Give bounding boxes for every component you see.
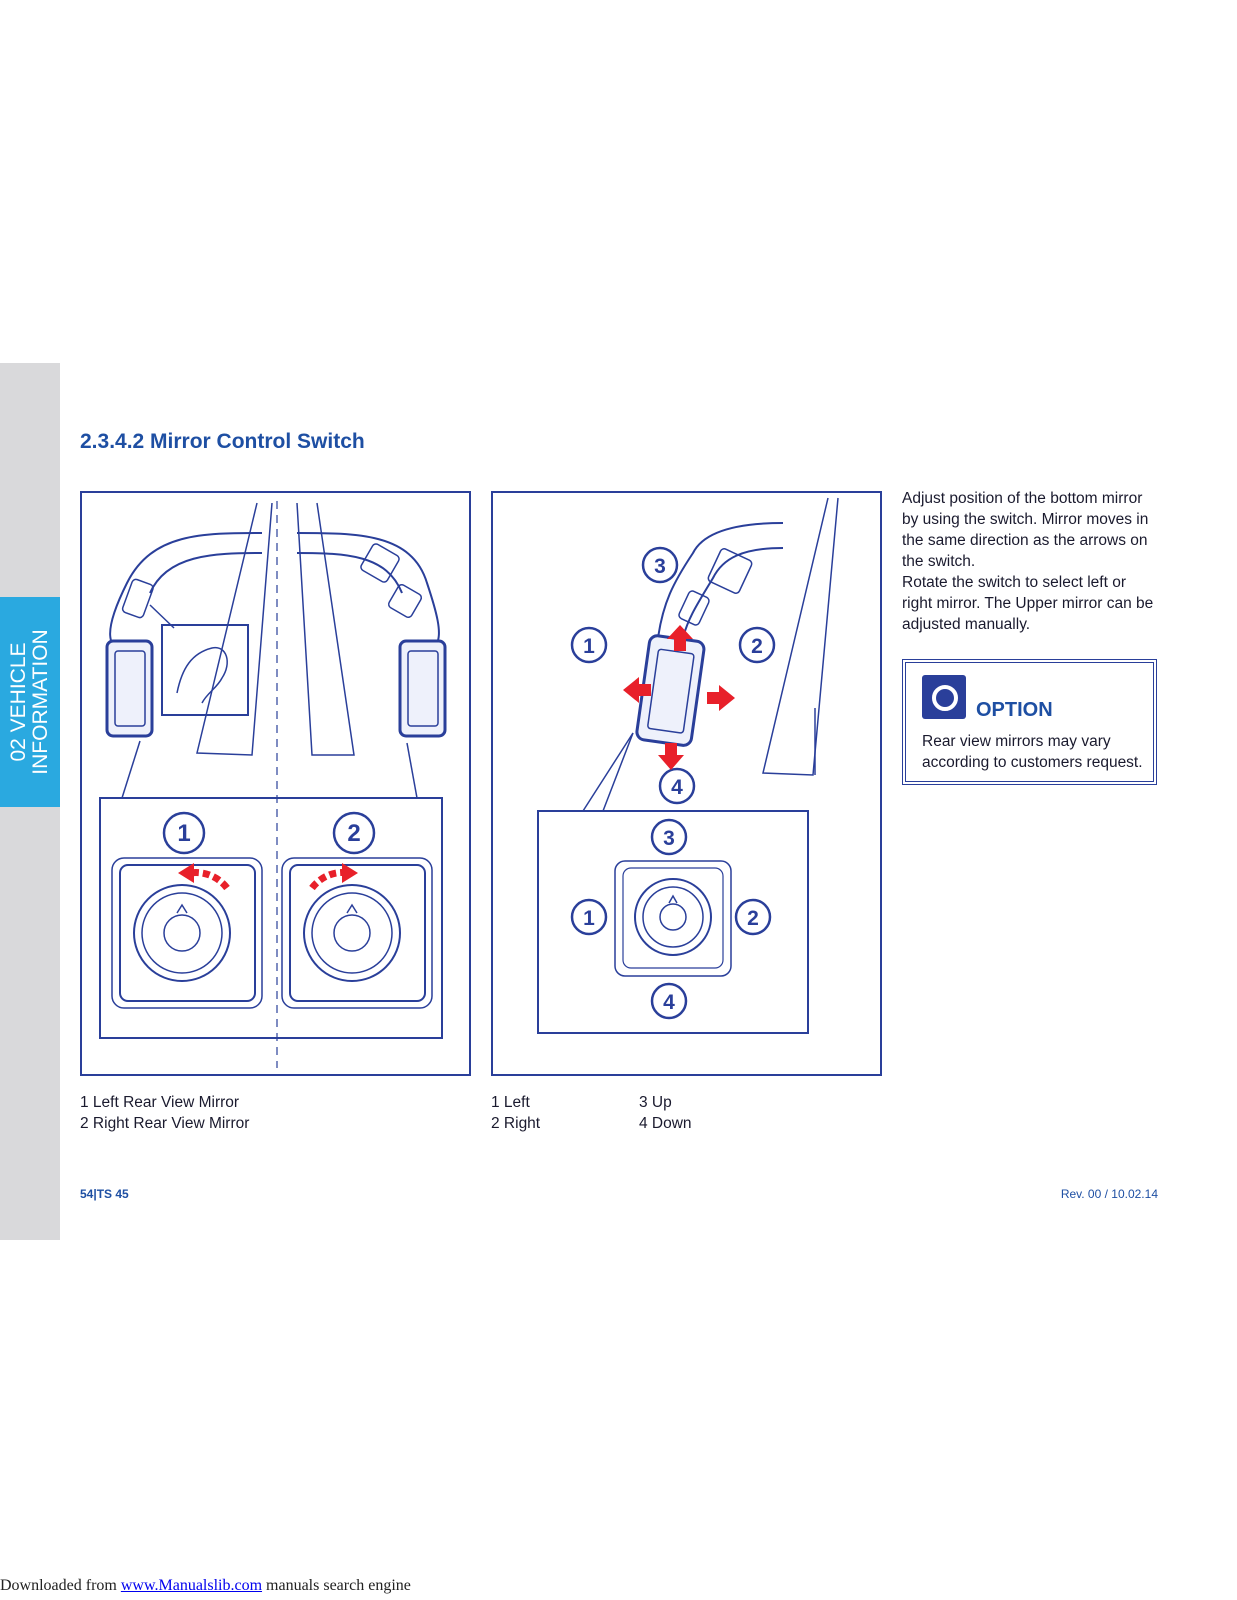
model-name: TS 45 [96, 1187, 129, 1201]
caption-right-left: 1 Left [491, 1094, 530, 1111]
mirror-direction-illustration: 3 1 2 4 3 1 2 4 [537, 497, 839, 1034]
inset-callout-2: 2 [747, 907, 759, 930]
manualslib-link[interactable]: www.Manualslib.com [120, 1577, 263, 1594]
chapter-tab-line1: 02 VEHICLE [7, 642, 30, 762]
caption-left-1: 1 Left Rear View Mirror [80, 1094, 240, 1111]
caption-right-col1: 1 Left 2 Right [491, 1092, 540, 1134]
inset-callout-4: 4 [663, 991, 675, 1014]
callout-right-4: 4 [671, 776, 683, 799]
mirror-selection-illustration: 1 2 [99, 501, 447, 1068]
option-icon [922, 675, 966, 719]
caption-left: 1 Left Rear View Mirror 2 Right Rear Vie… [80, 1092, 249, 1134]
arrow-up [667, 625, 693, 651]
watermark-suffix: manuals search engine [262, 1577, 411, 1594]
revision-label: Rev. 00 / 10.02.14 [1060, 1187, 1158, 1201]
arrow-right [707, 685, 735, 711]
callout-right-3: 3 [654, 555, 666, 578]
caption-right-col2: 3 Up 4 Down [639, 1092, 692, 1134]
figure-mirror-direction: 3 1 2 4 3 1 2 4 [491, 491, 882, 1076]
watermark-prefix: Downloaded from [0, 1577, 121, 1594]
direction-arrows [623, 625, 735, 770]
right-rotate-arrowhead [342, 863, 358, 883]
option-title: OPTION [976, 699, 1053, 721]
caption-right-up: 3 Up [639, 1094, 672, 1111]
section-title: 2.3.4.2 Mirror Control Switch [80, 430, 365, 453]
page-footer-left: 54|TS 45 [80, 1187, 129, 1201]
option-note: OPTION Rear view mirrors may vary accord… [902, 659, 1157, 785]
instructions-paragraph-2: Rotate the switch to select left or righ… [902, 574, 1154, 633]
caption-right-right: 2 Right [491, 1115, 541, 1132]
callout-right-2: 2 [751, 635, 763, 658]
figure-mirror-selection: 1 2 [80, 491, 471, 1076]
page-number: 54 [80, 1187, 94, 1201]
instructions-text: Adjust position of the bottom mirror by … [902, 488, 1158, 635]
instructions-paragraph-1: Adjust position of the bottom mirror by … [902, 490, 1149, 570]
chapter-tab-label: 02 VEHICLE INFORMATION [7, 597, 52, 807]
left-rotate-arrowhead [178, 863, 194, 883]
arrow-left [623, 677, 651, 703]
chapter-tab [0, 597, 60, 807]
callout-right-1: 1 [583, 635, 595, 658]
callout-left-2: 2 [347, 820, 360, 847]
caption-left-2: 2 Right Rear View Mirror [80, 1115, 250, 1132]
inset-callout-3: 3 [663, 827, 675, 850]
caption-right-down: 4 Down [639, 1115, 692, 1132]
inset-callout-1: 1 [583, 907, 595, 930]
callout-left-1: 1 [177, 820, 190, 847]
download-watermark: Downloaded from www.Manualslib.com manua… [0, 1577, 411, 1595]
option-text: Rear view mirrors may vary according to … [922, 733, 1143, 771]
chapter-tab-line2: INFORMATION [29, 629, 52, 775]
arrow-down [658, 743, 684, 770]
